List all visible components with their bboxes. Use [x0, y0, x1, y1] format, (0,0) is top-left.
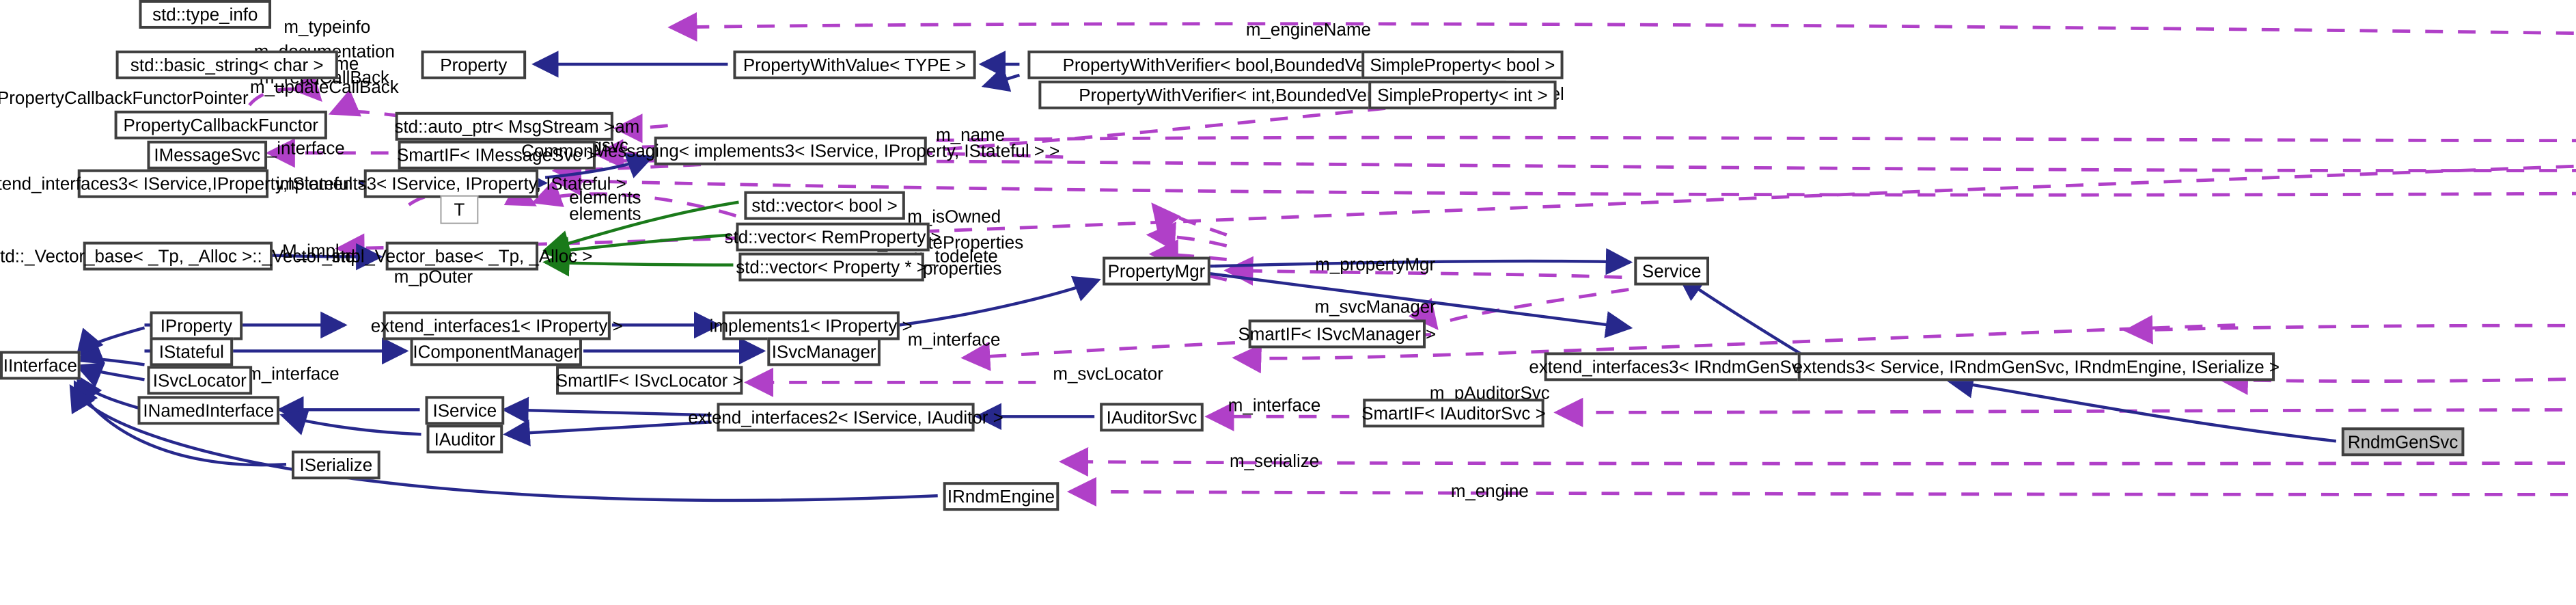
- class-node-iservice[interactable]: IService: [425, 396, 505, 425]
- class-node-label: std::_Vector_base< _Tp, _Alloc >: [331, 245, 593, 267]
- class-node-label: IAuditorSvc: [1106, 407, 1197, 428]
- class-node-basic_string[interactable]: std::basic_string< char >: [115, 50, 338, 79]
- class-node-vector_remproperty[interactable]: std::vector< RemProperty >: [725, 222, 941, 252]
- class-node-label: extend_interfaces3< IService,IProperty,I…: [0, 173, 368, 194]
- class-node-type_info[interactable]: std::type_info: [139, 0, 272, 29]
- class-node-prop_cb_functor[interactable]: PropertyCallbackFunctor: [114, 110, 327, 139]
- class-node-label: SimpleProperty< bool >: [1370, 54, 1555, 75]
- class-node-simple_int[interactable]: SimpleProperty< int >: [1368, 80, 1557, 109]
- edge-label: m_serialize: [1229, 451, 1320, 472]
- class-node-label: T: [454, 199, 465, 220]
- class-node-property[interactable]: Property: [421, 50, 527, 79]
- class-node-label: std::vector< Property * >: [736, 256, 927, 278]
- edge-label: m_interface: [907, 329, 1001, 350]
- class-node-common_messaging[interactable]: CommonMessaging< implements3< IService, …: [521, 136, 1060, 165]
- class-node-label: extend_interfaces1< IProperty >: [370, 315, 623, 336]
- class-node-rndmgensvc[interactable]: RndmGenSvc: [2341, 427, 2465, 457]
- class-node-label: SmartIF< ISvcLocator >: [555, 370, 743, 391]
- class-node-smartif_iauditorsvc[interactable]: SmartIF< IAuditorSvc >: [1361, 399, 1546, 428]
- class-node-label: extend_interfaces2< IService, IAuditor >: [688, 407, 1003, 428]
- edge-label: m_engine: [1450, 481, 1529, 502]
- class-node-label: IAuditor: [434, 429, 496, 450]
- class-node-label: IComponentManager: [413, 341, 580, 362]
- edge-label: m_interface: [247, 363, 340, 384]
- class-node-vector_base[interactable]: std::_Vector_base< _Tp, _Alloc >: [331, 241, 592, 271]
- class-node-label: std::type_info: [152, 3, 258, 25]
- class-node-iauditorsvc[interactable]: IAuditorSvc: [1100, 403, 1204, 432]
- class-node-irndmengine[interactable]: IRndmEngine: [943, 482, 1060, 511]
- class-node-property_mgr[interactable]: PropertyMgr: [1103, 256, 1210, 286]
- class-node-smartif_isvclocator[interactable]: SmartIF< ISvcLocator >: [555, 366, 743, 395]
- class-node-label: PropertyMgr: [1107, 260, 1206, 282]
- class-node-label: Service: [1642, 260, 1702, 282]
- edge-label: elements: [569, 203, 641, 224]
- class-node-ext_if1_iproperty[interactable]: extend_interfaces1< IProperty >: [371, 311, 623, 340]
- class-node-label: PropertyCallbackFunctor: [123, 114, 318, 135]
- edge-label: m_svcManager: [1314, 296, 1436, 317]
- class-node-label: std::_Vector_base< _Tp, _Alloc >::_Vecto…: [0, 245, 365, 267]
- edge-label: m_isOwned: [907, 206, 1001, 227]
- class-node-label: IStateful: [158, 341, 224, 362]
- class-node-label: INamedInterface: [143, 400, 275, 421]
- edge-label: m_engineName: [1245, 18, 1371, 40]
- class-node-label: RndmGenSvc: [2347, 431, 2459, 453]
- class-node-label: ISvcLocator: [152, 370, 247, 391]
- class-node-iserialize[interactable]: ISerialize: [291, 451, 380, 480]
- class-node-iinterface[interactable]: IInterface: [0, 351, 81, 380]
- class-node-label: implements1< IProperty >: [709, 315, 913, 336]
- class-node-label: SimpleProperty< int >: [1377, 84, 1548, 105]
- class-node-label: CommonMessaging< implements3< IService, …: [521, 140, 1060, 161]
- class-node-label: std::auto_ptr< MsgStream >: [394, 116, 615, 137]
- class-node-simple_bool[interactable]: SimpleProperty< bool >: [1361, 50, 1564, 79]
- class-node-imessagesvc[interactable]: IMessageSvc: [147, 140, 268, 170]
- class-node-service[interactable]: Service: [1634, 256, 1710, 286]
- class-node-label: IInterface: [3, 355, 77, 376]
- class-node-label: std::vector< bool >: [751, 195, 898, 216]
- class-node-label: IService: [432, 400, 497, 421]
- class-node-label: SmartIF< IAuditorSvc >: [1361, 403, 1546, 424]
- edge-label: m_propertyMgr: [1315, 254, 1436, 275]
- class-node-label: IProperty: [160, 315, 232, 336]
- class-node-smartif_isvcmanager[interactable]: SmartIF< ISvcManager >: [1238, 319, 1436, 349]
- class-node-label: ISvcManager: [771, 341, 876, 362]
- class-node-label: PropertyWithValue< TYPE >: [743, 54, 967, 75]
- class-node-iauditor[interactable]: IAuditor: [426, 425, 503, 454]
- class-node-label: ISerialize: [299, 455, 373, 476]
- edge-label: m_updateCallBack: [250, 76, 399, 97]
- class-node-label: Property: [440, 54, 508, 75]
- class-node-vector_bool[interactable]: std::vector< bool >: [744, 191, 905, 220]
- edge-label: m_interface: [1228, 394, 1321, 416]
- class-node-vector_property_ptr[interactable]: std::vector< Property * >: [736, 252, 927, 282]
- edge-label: M_impl: [282, 240, 340, 261]
- class-node-isvcmanager[interactable]: ISvcManager: [767, 337, 881, 366]
- class-node-inamedinterface[interactable]: INamedInterface: [137, 396, 280, 425]
- class-node-label: SmartIF< ISvcManager >: [1238, 323, 1437, 345]
- class-node-prop_with_value[interactable]: PropertyWithValue< TYPE >: [733, 50, 976, 79]
- class-node-label: implements3< IService, IProperty, IState…: [276, 173, 626, 194]
- class-node-auto_ptr_msgstream[interactable]: std::auto_ptr< MsgStream >: [394, 111, 615, 141]
- class-node-impl3_svc_prop_st[interactable]: implements3< IService, IProperty, IState…: [276, 169, 626, 198]
- class-node-label: IMessageSvc: [154, 144, 261, 165]
- edge-label: nullPropertyCallbackFunctorPointer: [0, 87, 249, 108]
- class-node-vector_base_impl[interactable]: std::_Vector_base< _Tp, _Alloc >::_Vecto…: [0, 241, 365, 271]
- class-node-iproperty[interactable]: IProperty: [150, 311, 243, 340]
- class-node-t_param[interactable]: T: [440, 195, 479, 224]
- class-node-label: IRndmEngine: [947, 486, 1055, 507]
- class-node-ext_if3_svc_prop_st[interactable]: extend_interfaces3< IService,IProperty,I…: [0, 169, 368, 198]
- class-node-label: std::vector< RemProperty >: [724, 226, 941, 247]
- class-node-impl1_iproperty[interactable]: implements1< IProperty >: [710, 311, 913, 340]
- edge-label: m_name: [936, 124, 1006, 145]
- edge-label: m_pOuter: [393, 266, 473, 287]
- edge-label: m_typeinfo: [283, 16, 371, 37]
- class-node-icomponentmanager[interactable]: IComponentManager: [410, 337, 582, 366]
- class-node-isvclocator[interactable]: ISvcLocator: [147, 366, 253, 395]
- class-node-ext_if2_svc_auditor[interactable]: extend_interfaces2< IService, IAuditor >: [688, 403, 1003, 432]
- class-node-label: extends3< Service, IRndmGenSvc, IRndmEng…: [1792, 356, 2280, 377]
- edge-label: m_svcLocator: [1053, 363, 1163, 384]
- class-node-extends3_rndm[interactable]: extends3< Service, IRndmGenSvc, IRndmEng…: [1793, 352, 2280, 381]
- class-node-label: std::basic_string< char >: [130, 54, 324, 75]
- edge-label: m_pAuditorSvc: [1429, 382, 1550, 403]
- class-node-istateful[interactable]: IStateful: [150, 337, 234, 366]
